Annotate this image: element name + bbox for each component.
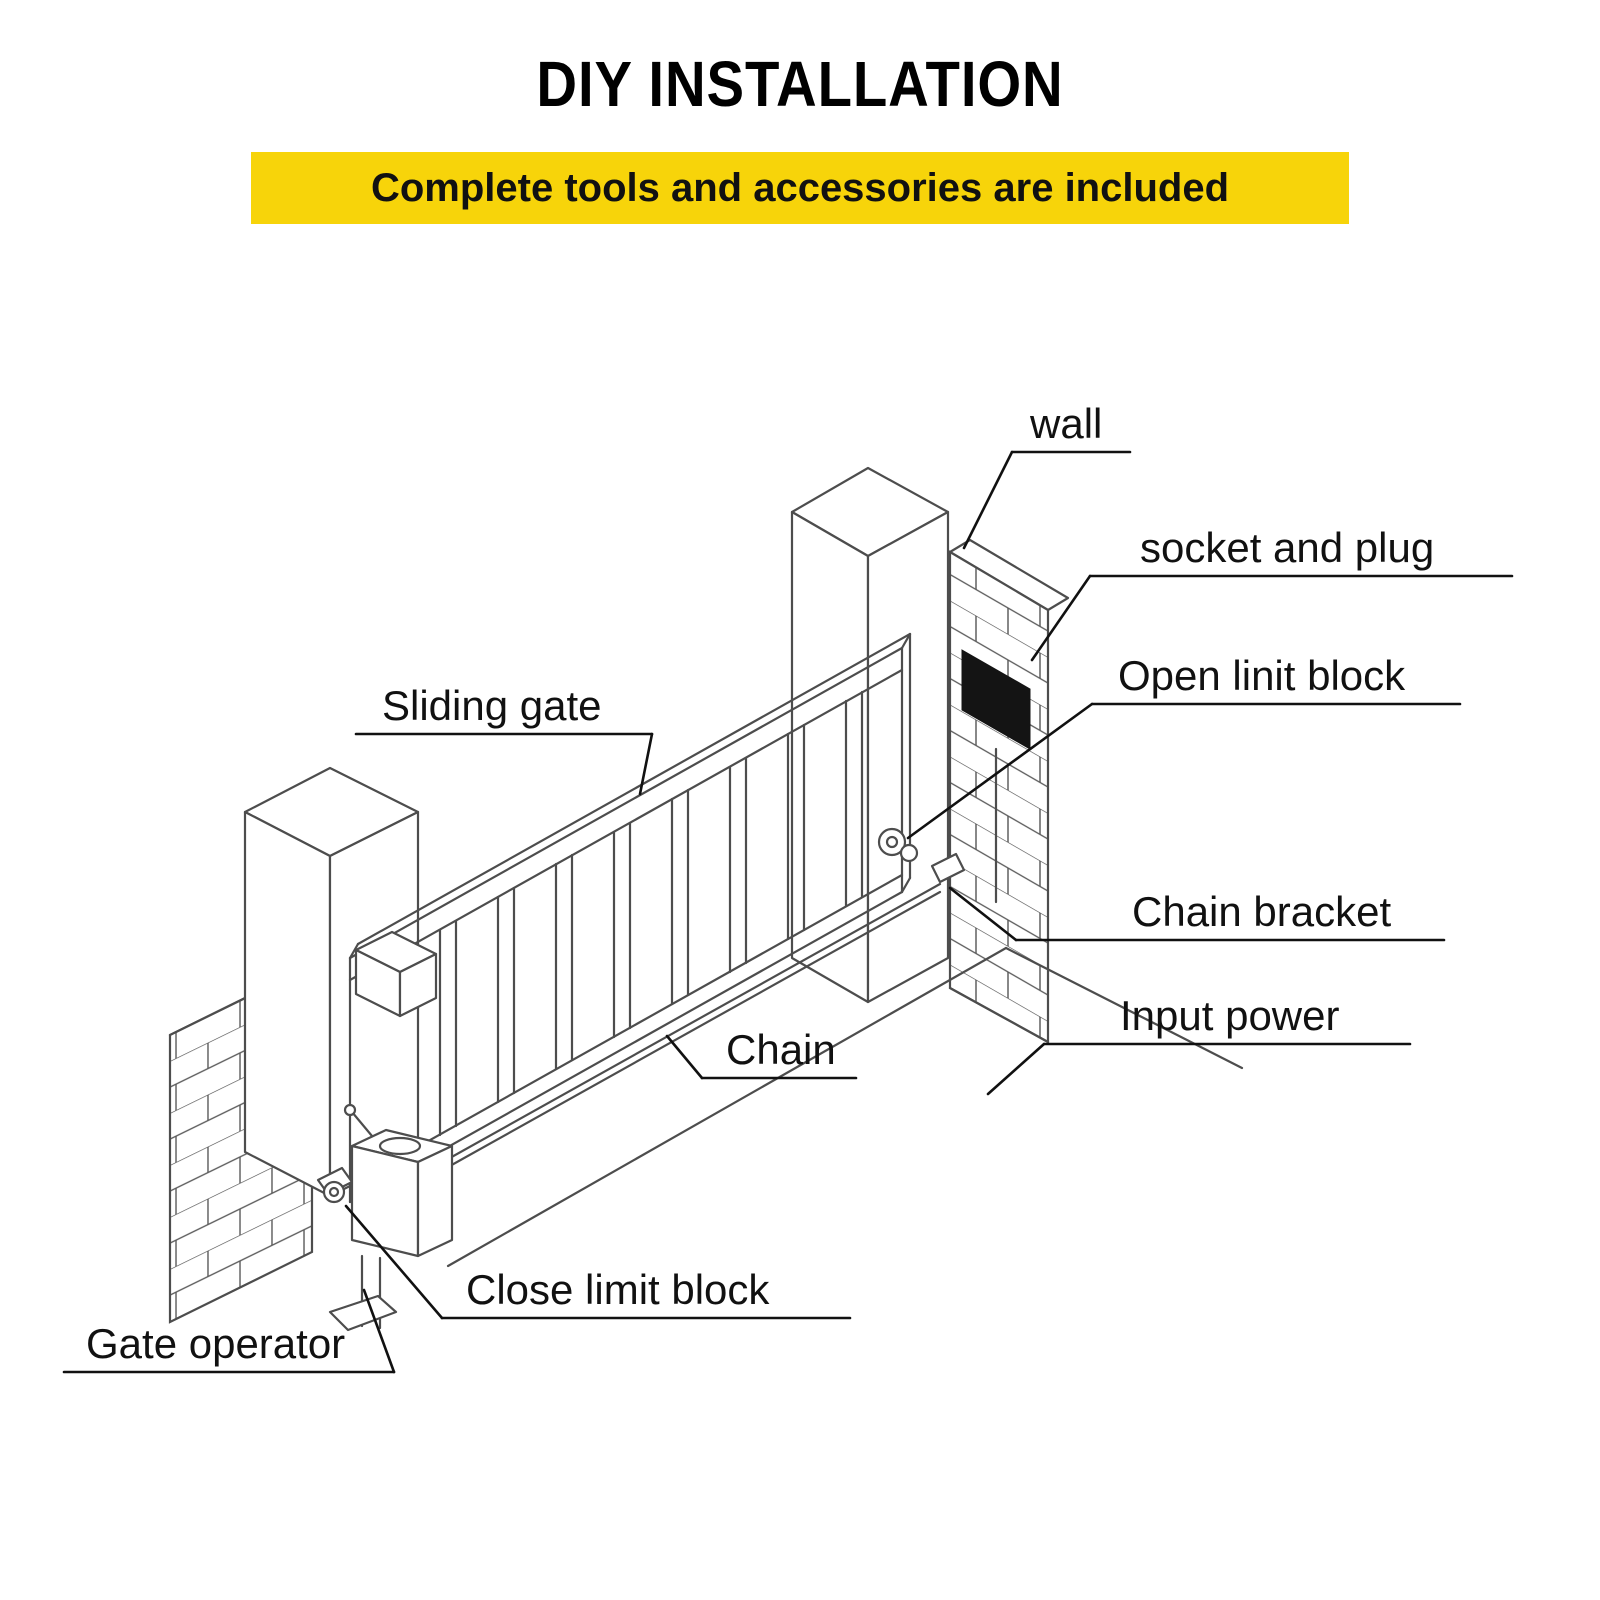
subtitle-banner-text: Complete tools and accessories are inclu… bbox=[370, 165, 1230, 210]
label-gate-operator: Gate operator bbox=[86, 1320, 345, 1367]
label-input-power: Input power bbox=[1120, 992, 1339, 1039]
label-open-limit-block: Open linit block bbox=[1118, 652, 1406, 699]
callout-open-limit-block: Open linit block bbox=[906, 652, 1462, 840]
page-title: DIY INSTALLATION bbox=[536, 48, 1064, 120]
rail-cover-bracket bbox=[354, 930, 438, 1018]
callout-sliding-gate: Sliding gate bbox=[354, 682, 654, 796]
callout-socket-and-plug: socket and plug bbox=[1030, 524, 1514, 662]
callout-wall: wall bbox=[962, 400, 1132, 550]
gate-operator bbox=[328, 1103, 454, 1332]
open-limit-block bbox=[877, 827, 919, 863]
label-socket-and-plug: socket and plug bbox=[1140, 524, 1434, 571]
subtitle-banner: Complete tools and accessories are inclu… bbox=[251, 152, 1349, 224]
right-pillar bbox=[790, 466, 950, 1004]
callout-chain-bracket: Chain bracket bbox=[948, 886, 1446, 942]
label-sliding-gate: Sliding gate bbox=[382, 682, 602, 729]
callout-gate-operator: Gate operator bbox=[62, 1288, 396, 1374]
close-limit-block bbox=[316, 1166, 354, 1204]
chain-bracket bbox=[930, 852, 966, 884]
label-chain-bracket: Chain bracket bbox=[1132, 888, 1391, 935]
callouts: wall socket and plug Open linit block Ch… bbox=[62, 400, 1514, 1374]
callout-chain: Chain bbox=[665, 1026, 858, 1080]
right-brick-wall bbox=[948, 538, 1070, 1044]
gate-bars bbox=[438, 690, 864, 1137]
ground-lines bbox=[446, 946, 1244, 1268]
label-chain: Chain bbox=[726, 1026, 836, 1073]
label-close-limit-block: Close limit block bbox=[466, 1266, 770, 1313]
callout-input-power: Input power bbox=[986, 992, 1412, 1096]
chain bbox=[430, 882, 942, 1178]
callout-close-limit-block: Close limit block bbox=[344, 1204, 852, 1320]
label-wall: wall bbox=[1029, 400, 1102, 447]
